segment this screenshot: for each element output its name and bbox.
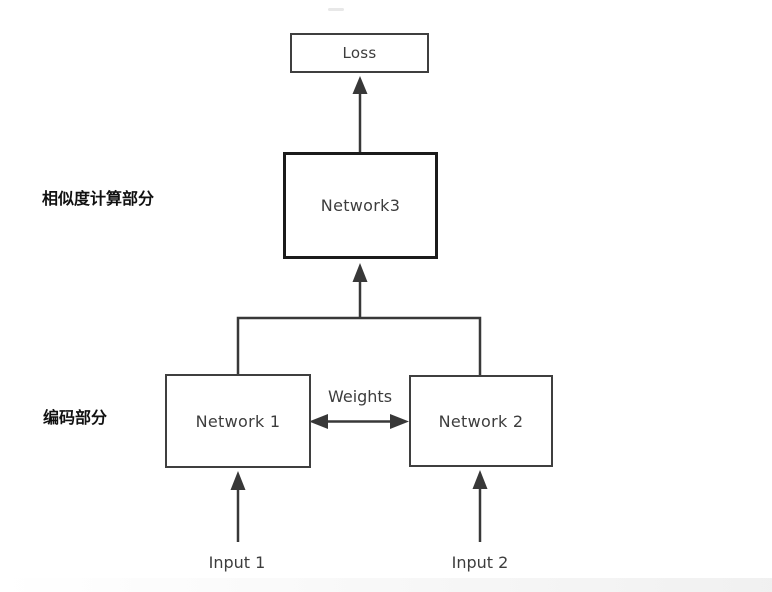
loss-box: Loss: [290, 33, 429, 73]
network3-box-label: Network3: [320, 196, 401, 215]
network1-box: Network 1: [165, 374, 311, 468]
network1-box-label: Network 1: [195, 411, 281, 431]
network3-box: Network3: [283, 152, 438, 259]
branch-connector: [236, 316, 482, 375]
network2-box: Network 2: [409, 375, 553, 467]
encoding-section-label: 编码部分: [43, 408, 108, 427]
weights-label: Weights: [327, 387, 393, 406]
network2-box-label: Network 2: [438, 411, 524, 431]
scan-artifact: [328, 8, 344, 11]
arrow-network3-to-loss-icon: [352, 76, 368, 152]
input2-label: Input 2: [451, 553, 509, 572]
loss-box-label: Loss: [342, 44, 377, 62]
arrow-input1-to-network1-icon: [230, 471, 246, 542]
arrow-input2-to-network2-icon: [472, 470, 488, 542]
input1-label: Input 1: [208, 553, 266, 572]
similarity-section-label: 相似度计算部分: [42, 189, 155, 208]
weights-double-arrow-icon: [309, 414, 409, 429]
background-tint: [0, 578, 772, 592]
arrow-branch-to-network3-icon: [352, 263, 368, 319]
